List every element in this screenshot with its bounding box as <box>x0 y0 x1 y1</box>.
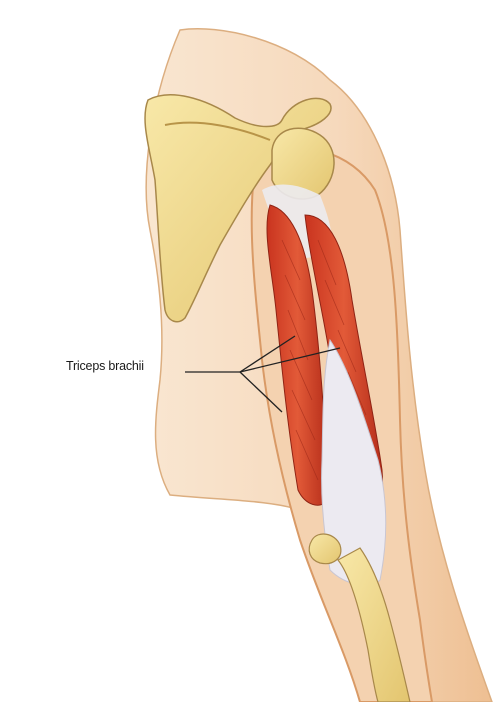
leader-line-lower <box>240 372 282 412</box>
leader-line-upper <box>240 336 295 372</box>
leader-line-middle <box>240 348 340 372</box>
triceps-brachii-label: Triceps brachii <box>66 359 144 373</box>
